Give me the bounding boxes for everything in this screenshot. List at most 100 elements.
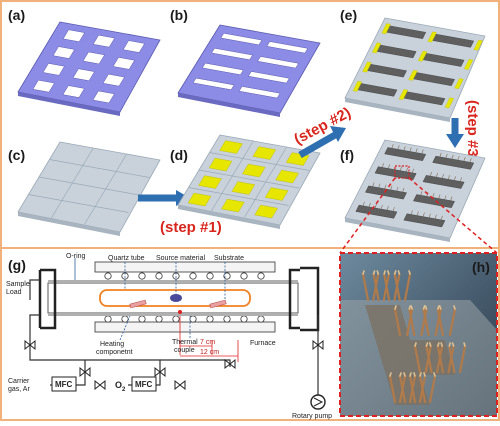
label-o2-sub: 2	[122, 387, 126, 393]
valve-icon	[24, 339, 36, 351]
nanowire-fuzz	[421, 149, 424, 154]
catalyst-square	[254, 204, 278, 219]
mask-a-edge	[18, 92, 120, 116]
nanowire-fuzz	[420, 191, 423, 196]
mask-slot	[220, 32, 263, 46]
label-load: Load	[6, 289, 22, 296]
heating-coil	[223, 315, 231, 323]
nanowire-fuzz	[362, 201, 365, 206]
catalyst-square	[252, 146, 277, 160]
catalyst-square	[231, 181, 256, 195]
panel-a-mask	[17, 21, 161, 116]
mask-slot	[257, 56, 299, 69]
mask-hole	[92, 34, 116, 48]
nanowire-tip	[414, 342, 417, 347]
panel-label-h: (h)	[472, 259, 490, 275]
mask-hole	[62, 85, 85, 98]
nanowire-tip	[419, 372, 422, 377]
label-componetnt: componetnt	[96, 349, 133, 356]
nanowire-fuzz	[439, 152, 442, 157]
nanowire-tip	[448, 342, 452, 347]
nanowire-tip	[408, 270, 411, 275]
heating-coil	[155, 272, 163, 280]
nanowire-tip	[394, 305, 397, 310]
nanowire-fuzz	[469, 158, 472, 163]
panel-e-nanowires	[344, 17, 486, 122]
nanowire-fuzz	[438, 194, 441, 199]
zoom-line-left	[339, 177, 396, 254]
nanowire-fuzz	[368, 202, 371, 207]
substrate-left	[129, 299, 147, 309]
nanowire-fuzz	[381, 163, 384, 168]
yellow-bridge	[381, 23, 391, 35]
heating-coil	[104, 315, 112, 323]
nanowire	[361, 272, 370, 302]
nanowire-fuzz	[390, 185, 393, 190]
step1-label: (step #1)	[160, 219, 222, 236]
nanowire-tip	[424, 305, 428, 310]
yellow-bridge	[417, 50, 428, 62]
grid-line	[198, 169, 300, 189]
electrode-bar	[422, 175, 465, 189]
heating-coil	[138, 315, 146, 323]
nanowire-tip	[451, 342, 455, 347]
heating-coil	[121, 315, 129, 323]
nanowire-fuzz	[372, 182, 375, 187]
valve-icon	[94, 379, 106, 391]
heating-coil	[257, 272, 265, 280]
panel-label-e: (e)	[340, 7, 357, 23]
electrode-bar	[365, 185, 407, 200]
heating-coil	[172, 315, 180, 323]
heating-coil	[104, 272, 112, 280]
valve-icon	[79, 366, 91, 378]
mask-hole	[42, 63, 65, 76]
nanowire-fuzz	[435, 173, 438, 178]
heating-coil	[155, 315, 163, 323]
arrow-step2	[298, 131, 337, 159]
nanowire	[448, 307, 457, 337]
nanowire-fuzz	[409, 147, 412, 152]
nanowire-tip	[383, 270, 386, 275]
nanowire-fuzz	[397, 145, 400, 150]
zoom-source-box	[394, 165, 410, 179]
nanowire-fuzz	[441, 174, 444, 179]
nanowire-fuzz	[396, 186, 399, 192]
mask-slot	[247, 71, 290, 84]
tube-wall-bottom	[48, 313, 298, 316]
label-mfc-ar: MFC	[55, 380, 73, 389]
leader-heating	[119, 315, 131, 341]
nanowire-fuzz	[434, 214, 437, 219]
grid-line	[49, 159, 150, 178]
label-mfc-o2: MFC	[135, 380, 153, 389]
panel-label-c: (c)	[8, 147, 25, 163]
nanowire	[428, 374, 437, 404]
nanowire	[434, 307, 442, 337]
gas-line-ar	[29, 314, 86, 386]
nanowire-tip	[397, 270, 401, 275]
nanowire	[383, 272, 391, 302]
arrow-step3-head	[446, 134, 464, 148]
label-furnace: Furnace	[250, 340, 276, 347]
catalyst-square	[198, 175, 222, 189]
nanowire-fuzz	[399, 166, 402, 171]
grid-line	[209, 152, 310, 171]
panel-f-devices	[344, 139, 486, 242]
nanowire	[408, 307, 416, 337]
nanowire-fuzz	[447, 175, 450, 180]
nanowire-fuzz	[405, 167, 408, 172]
panel-b-mask	[177, 24, 321, 117]
nanowire-tip	[423, 372, 426, 377]
nanowire-tip	[409, 372, 412, 377]
panel-label-a: (a)	[8, 7, 25, 23]
nanowire-tip	[408, 305, 412, 310]
heating-coil	[206, 315, 214, 323]
nanowire	[413, 344, 422, 374]
nanowire	[406, 307, 414, 337]
panel-h-zoom	[339, 252, 498, 417]
right-cap	[288, 268, 300, 330]
nanowire	[422, 307, 430, 337]
furnace-top	[94, 261, 276, 273]
nanowire-tip	[425, 342, 429, 347]
nanowire-fuzz	[450, 196, 453, 201]
